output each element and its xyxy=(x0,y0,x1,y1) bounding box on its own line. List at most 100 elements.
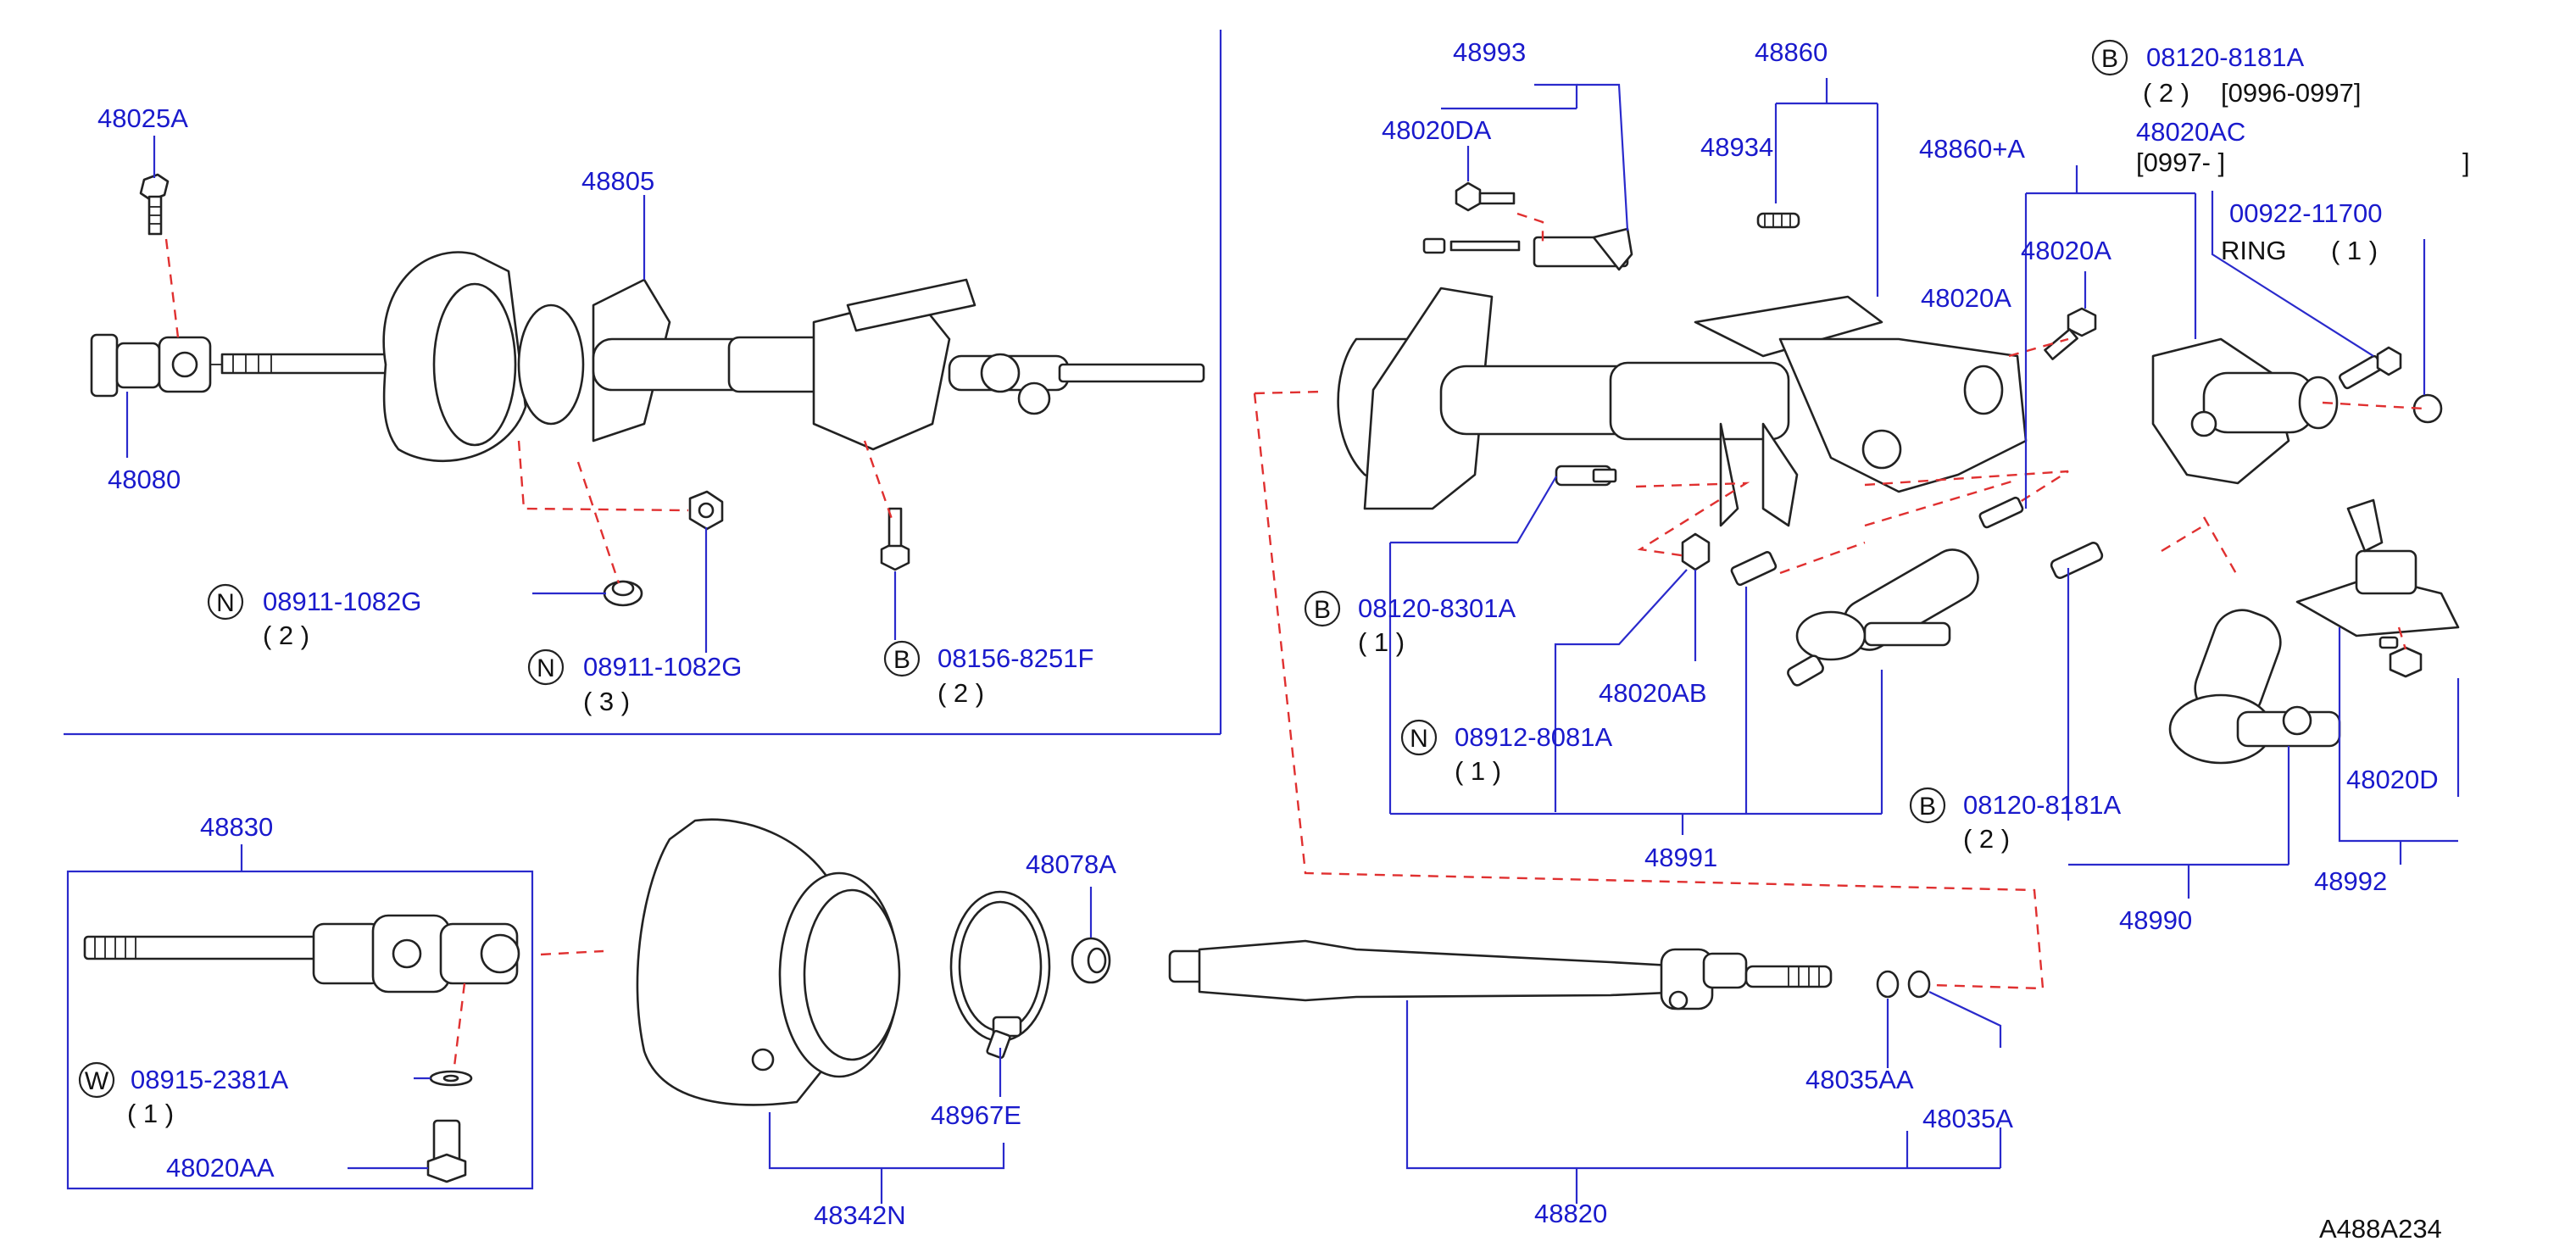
label-48020AB: 48020AB xyxy=(1599,678,1707,708)
label-08911-1082G-b: 08911-1082G xyxy=(583,652,742,682)
lock-assembly-48990 xyxy=(2168,609,2341,765)
nut-08911-b xyxy=(688,490,724,531)
nut-08911-a xyxy=(603,580,643,607)
bolt-08120-8301A xyxy=(1555,465,1617,487)
badge-n: N xyxy=(216,589,235,617)
label-48990: 48990 xyxy=(2119,905,2192,935)
qty-ring: ( 1 ) xyxy=(2331,236,2378,265)
bolt-48020AC xyxy=(2339,346,2402,390)
label-08120-8181A-top: 08120-8181A xyxy=(2146,42,2304,72)
date-range-0996-0997: [0996-0997] xyxy=(2221,78,2361,108)
label-08156-8251F: 08156-8251F xyxy=(937,643,1093,673)
date-range-0997: [0997- ] xyxy=(2136,148,2225,177)
spring-48934 xyxy=(1756,212,1800,229)
label-48020A-2: 48020A xyxy=(1921,283,2011,313)
label-48078A: 48078A xyxy=(1026,849,1116,879)
label-48080: 48080 xyxy=(108,465,181,494)
label-48020DA: 48020DA xyxy=(1382,115,1492,145)
callout-08912-8081A: N 08912-8081A ( 1 ) xyxy=(1400,719,1612,786)
diagram-reference-code: A488A234 xyxy=(2319,1214,2442,1244)
label-08120-8301A: 08120-8301A xyxy=(1358,593,1516,623)
clamp-48967E xyxy=(949,890,1051,1060)
universal-joint-48080 xyxy=(90,333,222,398)
label-48020A-1: 48020A xyxy=(2021,236,2111,265)
o-ring-48035A xyxy=(1907,970,1931,999)
bolt-48020DA xyxy=(1455,181,1516,212)
nut-48020AB xyxy=(1681,532,1711,571)
label-48035AA: 48035AA xyxy=(1805,1065,1914,1094)
bolt-48020AA xyxy=(426,1119,467,1183)
qty-08911-b: ( 3 ) xyxy=(583,687,630,716)
o-ring-48035AA xyxy=(1876,970,1900,999)
label-48035A: 48035A xyxy=(1922,1104,2013,1133)
qty-08912: ( 1 ) xyxy=(1455,756,1501,786)
steering-column-48860 xyxy=(1337,287,2028,527)
label-08120-8181A-bot: 08120-8181A xyxy=(1963,790,2121,820)
leader-lines xyxy=(125,78,2460,1204)
bolt-48991 xyxy=(1730,551,1778,587)
callout-labels: 48025A 48080 48805 N 08911-1082G ( 2 ) N… xyxy=(78,37,2470,1244)
label-08912-8081A: 08912-8081A xyxy=(1455,722,1612,752)
lock-assembly-48991 xyxy=(1787,548,1979,687)
callout-08120-8181A-top: B 08120-8181A ( 2 ) [0996-0997] xyxy=(2091,39,2361,108)
badge-n: N xyxy=(537,654,555,682)
label-08915-2381A: 08915-2381A xyxy=(131,1065,288,1094)
washer-08915-2381A xyxy=(429,1070,473,1087)
label-48820: 48820 xyxy=(1534,1199,1607,1228)
callout-48020AC: 48020AC [0997- ] ] xyxy=(2136,117,2470,177)
lower-shaft-48820 xyxy=(1168,939,1833,1010)
qty-08120-8301A: ( 1 ) xyxy=(1358,627,1405,657)
callout-08911-a: N 08911-1082G ( 2 ) xyxy=(207,583,421,650)
bolt-48020A-2 xyxy=(1978,496,2024,529)
dashed-assembly-guides xyxy=(164,212,2425,1067)
label-48860A: 48860+A xyxy=(1919,134,2025,164)
qty-08120-top: ( 2 ) xyxy=(2143,78,2189,108)
badge-w: W xyxy=(85,1067,109,1095)
lower-joint-48830 xyxy=(83,914,520,994)
ring-48078A xyxy=(1071,937,1111,984)
switch-48992 xyxy=(2295,498,2460,637)
callout-08120-8181A-bot: B 08120-8181A ( 2 ) xyxy=(1909,787,2121,854)
boot-48342N xyxy=(636,818,901,1106)
label-08911-1082G-a: 08911-1082G xyxy=(263,587,421,616)
callout-00922-11700: 00922-11700 RING ( 1 ) xyxy=(2221,198,2382,265)
steering-column-48805 xyxy=(220,251,1205,463)
label-48992: 48992 xyxy=(2314,866,2387,896)
callout-08915-2381A: W 08915-2381A ( 1 ) xyxy=(78,1061,288,1128)
label-48020AA: 48020AA xyxy=(166,1153,275,1183)
label-48025A: 48025A xyxy=(97,103,188,133)
badge-n: N xyxy=(1410,725,1428,753)
label-00922-11700: 00922-11700 xyxy=(2229,198,2382,228)
screw-48020D xyxy=(2378,636,2423,678)
label-48830: 48830 xyxy=(200,812,273,842)
bolt-48020A-1 xyxy=(2044,307,2097,360)
bolt-08120-8181A-bot xyxy=(2050,542,2104,579)
desc-ring: RING xyxy=(2221,236,2287,265)
label-48020D: 48020D xyxy=(2346,765,2439,794)
bracket-48860A xyxy=(2151,337,2339,485)
badge-b: B xyxy=(893,646,910,674)
label-48342N: 48342N xyxy=(814,1200,906,1230)
callout-08120-8301A: B 08120-8301A ( 1 ) xyxy=(1304,590,1516,657)
callout-08911-b: N 08911-1082G ( 3 ) xyxy=(527,648,742,716)
section-dividers xyxy=(64,30,1222,1190)
label-48020AC: 48020AC xyxy=(2136,117,2245,147)
label-48860: 48860 xyxy=(1755,37,1828,67)
qty-08156: ( 2 ) xyxy=(937,678,984,708)
bolt-48025A xyxy=(139,173,170,236)
label-48934: 48934 xyxy=(1700,132,1773,162)
badge-b: B xyxy=(1919,793,1936,821)
qty-08120-bot: ( 2 ) xyxy=(1963,824,2010,854)
date-range-close-bracket: ] xyxy=(2462,148,2470,177)
label-48991: 48991 xyxy=(1644,843,1717,872)
badge-b: B xyxy=(1314,596,1331,624)
label-48967E: 48967E xyxy=(931,1100,1021,1130)
qty-08911-a: ( 2 ) xyxy=(263,621,309,650)
bracket-48993 xyxy=(1422,227,1633,271)
label-48993: 48993 xyxy=(1453,37,1526,67)
callout-08156: B 08156-8251F ( 2 ) xyxy=(883,640,1093,708)
label-48805: 48805 xyxy=(581,166,654,196)
bolt-08156 xyxy=(880,507,910,571)
qty-08915: ( 1 ) xyxy=(127,1099,174,1128)
